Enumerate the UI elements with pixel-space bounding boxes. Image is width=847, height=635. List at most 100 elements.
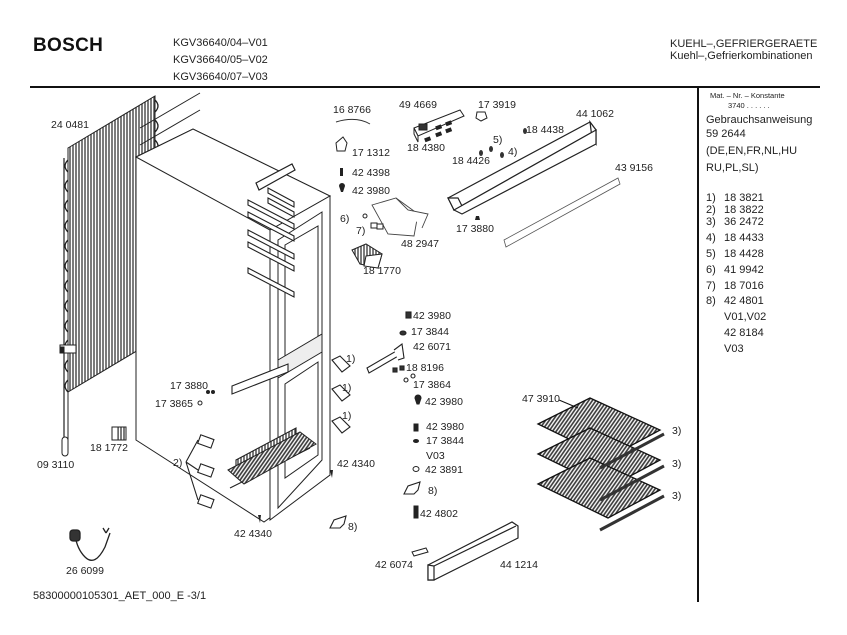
label-buttons: 18 4380 (407, 142, 445, 154)
label-door-handle-bar: 44 1062 (576, 108, 614, 120)
label-power-cord: 26 6099 (66, 565, 104, 577)
manual-languages-1: (DE,EN,FR,NL,HU (706, 145, 798, 157)
label-washer-173844-b: 17 3844 (426, 435, 464, 447)
label-bolt-424802: 42 4802 (420, 508, 458, 520)
footnote-5: 5) 18 4428 (706, 248, 764, 260)
freezer-bottom-grid (227, 431, 317, 485)
manual-number: 59 2644 (706, 128, 746, 140)
label-foot-screw-b: 42 4340 (234, 528, 272, 540)
label-ref-1a: 1) (346, 353, 356, 365)
label-ref-8a: 8) (428, 485, 438, 497)
label-ref-4: 4) (508, 146, 518, 158)
label-condenser: 24 0481 (51, 119, 89, 131)
relay-part (111, 426, 127, 441)
label-screw-424398: 42 4398 (352, 167, 390, 179)
label-knobs: 18 4426 (452, 155, 490, 167)
label-screw-423980-a: 42 3980 (352, 185, 390, 197)
label-clip-184438: 18 4438 (526, 124, 564, 136)
variant-note-v01-v02: V01,V02 (724, 311, 767, 323)
handle-screw (475, 216, 480, 220)
footnote-number: 8) (706, 295, 716, 307)
label-washers-173864: 17 3864 (413, 379, 451, 391)
model-number-1: KGV36640/04–V01 (173, 37, 268, 49)
footnote-part: 18 4433 (724, 232, 764, 244)
label-ref-8b: 8) (348, 521, 358, 533)
cabinet-screws (197, 390, 333, 523)
footnote-part: 18 3822 (724, 204, 764, 216)
model-number-2: KGV36640/05–V02 (173, 54, 268, 66)
door-hinges-part (185, 434, 215, 509)
footnote-number: 3) (706, 216, 716, 228)
manual-languages-2: RU,PL,SL) (706, 162, 759, 174)
category-subtitle: Kuehl–,Gefrierkombinationen (670, 50, 813, 62)
brackets-part (329, 481, 421, 529)
middle-hinge-part (366, 311, 422, 405)
label-control-panel: 49 4669 (399, 99, 437, 111)
thermostat-housing-part (371, 197, 429, 237)
label-trim-strip: 43 9156 (615, 162, 653, 174)
label-evaporator: 47 3910 (522, 393, 560, 405)
mat-label: Mat. – Nr. – Konstante (710, 91, 785, 100)
footnote-3: 3)36 2472 (706, 216, 764, 228)
label-cap-423891: 42 3891 (425, 464, 463, 476)
label-ref-3c: 3) (672, 490, 682, 502)
footnote-6: 6) 41 9942 (706, 264, 764, 276)
door-handle-bar-part (447, 119, 597, 215)
label-sensor: 09 3110 (37, 459, 75, 471)
label-washer-173865: 17 3865 (155, 398, 193, 410)
label-middle-hinge: 42 6071 (413, 341, 451, 353)
tray-cover-part (411, 547, 429, 557)
document-code: 58300000105301_AET_000_E -3/1 (33, 590, 207, 602)
label-variant-v03: V03 (426, 450, 445, 462)
footnote-number: 7) (706, 280, 716, 292)
label-thermostat-housing: 48 2947 (401, 238, 439, 250)
capillary-cable-part (335, 118, 371, 125)
control-panel-part (413, 109, 465, 143)
trim-strip-part (503, 177, 621, 248)
label-ref-6: 6) (340, 213, 350, 225)
category-title: KUEHL–,GEFRIERGERAETE (670, 38, 818, 50)
top-screws (339, 168, 345, 192)
label-washer-173844-a: 17 3844 (411, 326, 449, 338)
label-lamp-socket: 17 3919 (478, 99, 516, 111)
power-cord-part (69, 527, 111, 561)
label-screws-188196: 18 8196 (406, 362, 444, 374)
footnote-part: 41 9942 (724, 264, 764, 276)
label-screw-423980-d: 42 3980 (426, 421, 464, 433)
footnote-4: 4) 18 4433 (706, 232, 764, 244)
footnote-number: 5) (706, 248, 716, 260)
label-lamp-cover: 18 1770 (363, 265, 401, 277)
label-top-hinge: 17 1312 (352, 147, 390, 159)
footnote-number: 1) (706, 192, 716, 204)
footnote-part: 18 3821 (724, 192, 764, 204)
label-ref-7: 7) (356, 225, 366, 237)
footnote-part: 18 4428 (724, 248, 764, 260)
variant-note-v03: V03 (724, 343, 744, 355)
footnote-number: 4) (706, 232, 716, 244)
footnote-part: 18 7016 (724, 280, 764, 292)
label-handle-screw: 17 3880 (456, 223, 494, 235)
small-clips-part (362, 213, 384, 230)
label-ref-5: 5) (493, 134, 503, 146)
label-screw-423980-b: 42 3980 (413, 310, 451, 322)
footnote-7: 7) 18 7016 (706, 280, 764, 292)
label-screw-423980-c: 42 3980 (425, 396, 463, 408)
brand-logo: BOSCH (33, 35, 104, 56)
lower-fixings (412, 423, 420, 519)
footnote-8: 8) 42 4801 (706, 295, 764, 307)
footnote-part: 42 4801 (724, 295, 764, 307)
label-ref-2: 2) (173, 457, 183, 469)
model-number-3: KGV36640/07–V03 (173, 71, 268, 83)
side-panel-divider (697, 87, 699, 602)
bottom-tray-part (427, 521, 519, 581)
label-relay: 18 1772 (90, 442, 128, 454)
footnote-number: 6) (706, 264, 716, 276)
top-hinge-part (335, 136, 348, 152)
label-bottom-tray: 44 1214 (500, 559, 538, 571)
label-tray-cover: 42 6074 (375, 559, 413, 571)
cabinet-part (134, 128, 332, 523)
label-ref-3b: 3) (672, 458, 682, 470)
evaporator-part (536, 397, 665, 532)
label-screw-173880-b: 17 3880 (170, 380, 208, 392)
